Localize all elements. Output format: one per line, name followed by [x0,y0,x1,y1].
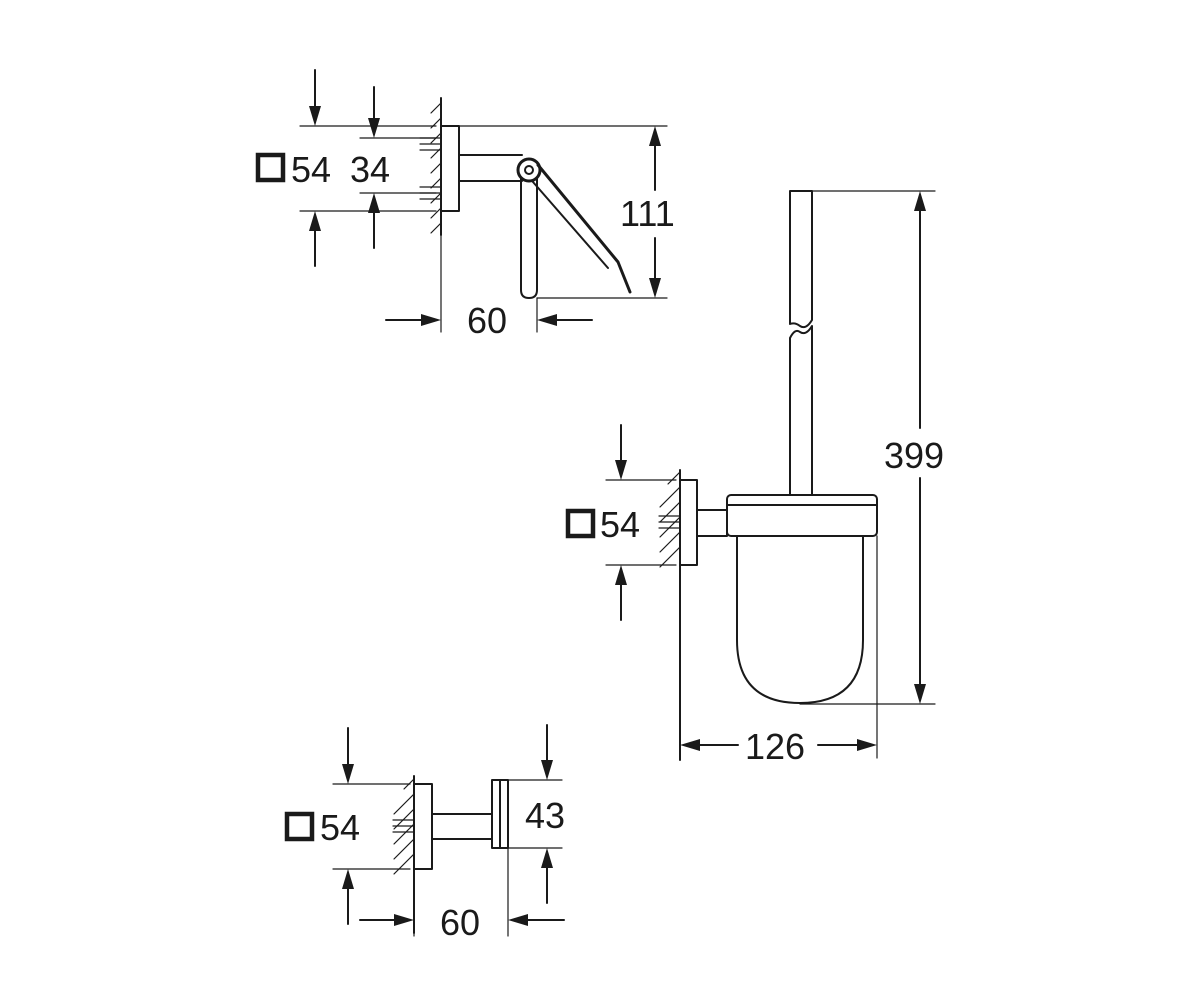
ph-54-arrow-top [309,106,321,126]
brush-handle-lower [789,190,813,329]
paper-holder-cover [536,163,632,294]
ph-flange-label: 54 [291,149,331,190]
ph-34-arrow-bottom [368,193,380,213]
hook-54-arrow-top [342,764,354,784]
paper-holder-drawing: 54 34 111 60 [255,69,675,341]
brush-bowl [736,535,864,704]
hook-wall-hatch [393,778,415,875]
hook-60-arrow-right [508,914,528,926]
ph-34-arrow-top [368,118,380,138]
paper-holder-screws [419,137,442,200]
brush-square-symbol [565,508,596,539]
hook-drawing: 54 43 60 [284,724,565,943]
hook-60-arrow-left [394,914,414,926]
brush-handle-upper [789,325,813,496]
brush-height-label: 399 [884,435,944,476]
brush-arm [696,509,728,537]
hook-43-arrow-bottom [541,848,553,868]
hook-43-arrow-top [541,760,553,780]
paper-holder-wall-hatch [430,102,442,234]
ph-60-arrow-left [421,314,441,326]
brush-54-arrow-top [615,460,627,480]
ph-depth-label: 60 [467,300,507,341]
paper-holder-pivot-inner [524,165,534,175]
hook-54-arrow-bottom [342,869,354,889]
hook-square-symbol [284,811,315,842]
brush-399-arrow-top [914,191,926,211]
ph-60-arrow-right [537,314,557,326]
brush-54-arrow-bottom [615,565,627,585]
brush-wall-hatch [659,471,681,568]
ph-111-arrow-bottom [649,278,661,298]
brush-set-drawing: 54 399 126 [565,190,944,767]
brush-126-arrow-right [857,739,877,751]
ph-square-symbol [255,152,286,183]
brush-screws [658,515,681,529]
ph-spacing-label: 34 [350,149,390,190]
paper-holder-rod [520,177,538,299]
ph-111-arrow-top [649,126,661,146]
hook-flange-label: 54 [320,807,360,848]
brush-flange-label: 54 [600,504,640,545]
hook-depth-label: 60 [440,902,480,943]
hook-flange [413,783,433,870]
brush-flange [679,479,698,566]
paper-holder-pivot [516,157,542,183]
brush-depth-label: 126 [745,726,805,767]
paper-holder-flange [440,125,460,212]
brush-399-arrow-bottom [914,684,926,704]
brush-lid [726,494,878,537]
ph-54-arrow-bottom [309,211,321,231]
hook-screws [392,819,415,833]
ph-height-label: 111 [620,193,675,234]
paper-holder-cover-inner [532,181,609,269]
hook-head-label: 43 [525,795,565,836]
brush-126-arrow-left [680,739,700,751]
